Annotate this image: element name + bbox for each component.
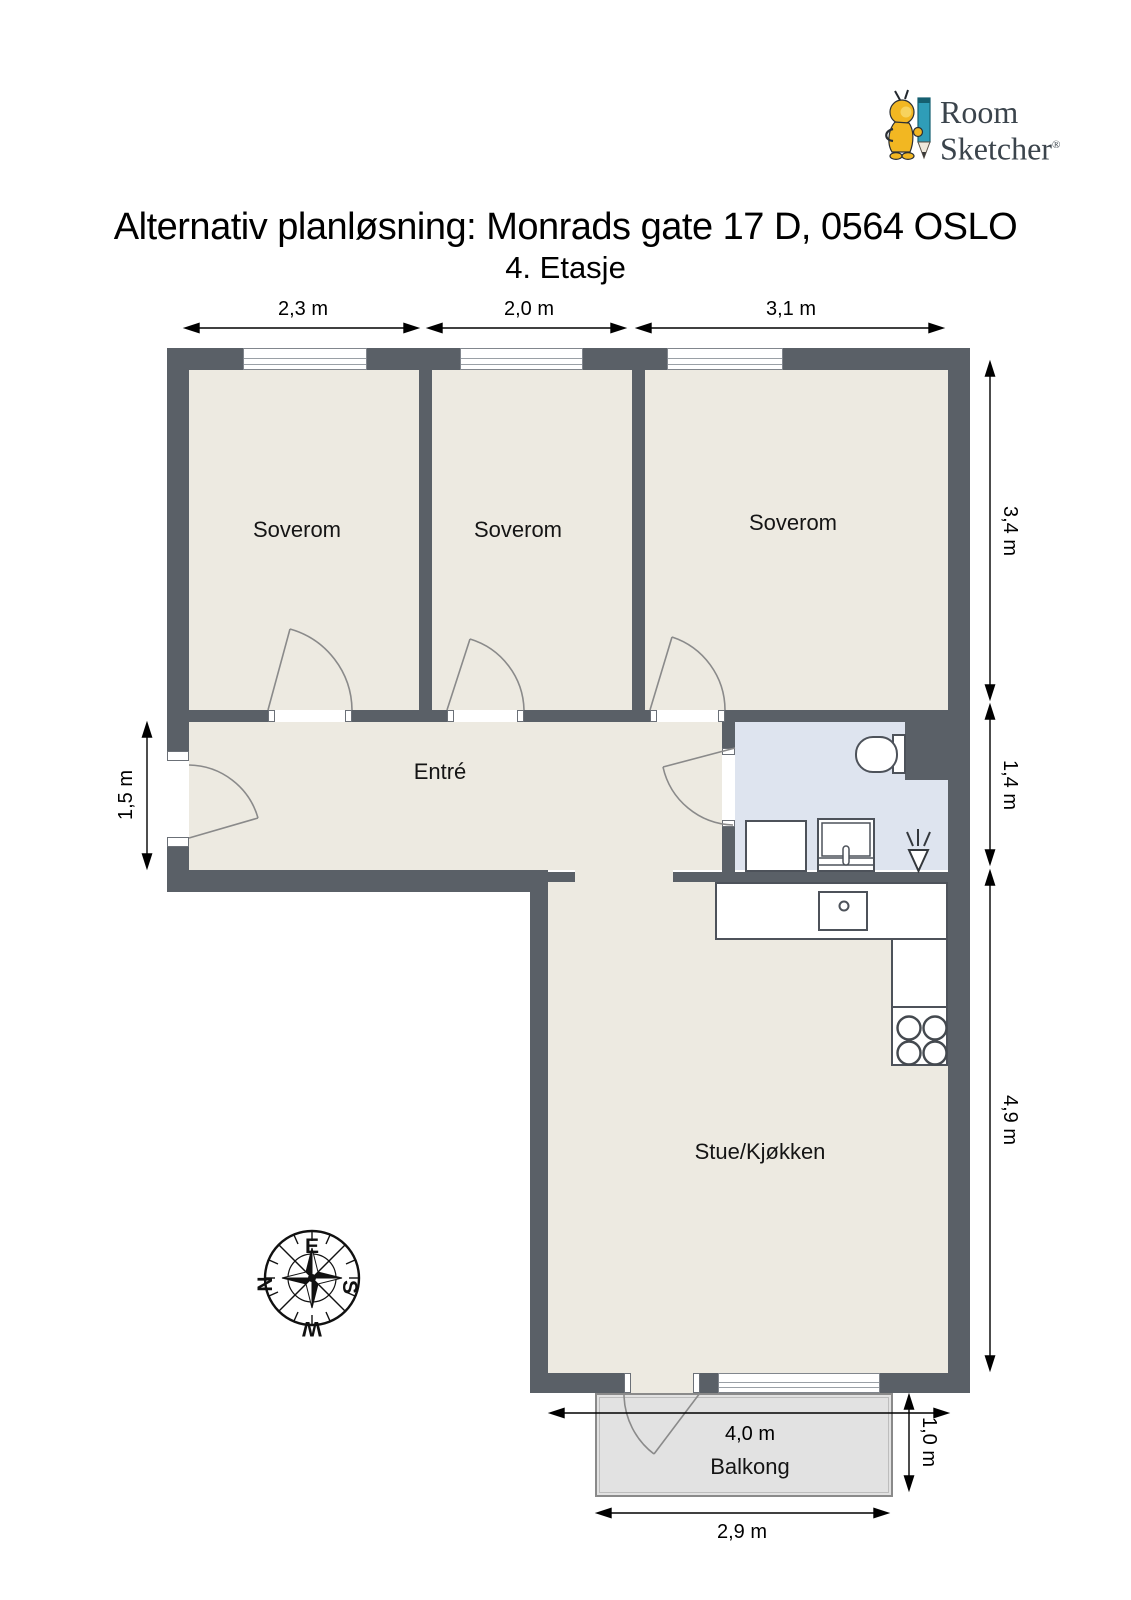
page-subtitle: 4. Etasje bbox=[505, 250, 626, 285]
wall-bottom-seg bbox=[880, 1373, 970, 1393]
dim-bedroom2-width: 2,0 m bbox=[503, 298, 555, 320]
room-label-bedroom1: Soverom bbox=[252, 517, 342, 542]
dim-bathroom-depth: 1,4 m bbox=[999, 759, 1021, 811]
door-sill bbox=[722, 748, 735, 755]
window-living bbox=[718, 1373, 880, 1393]
door-sill bbox=[268, 710, 275, 722]
dim-entry-depth: 1,5 m bbox=[115, 769, 137, 821]
door-sill bbox=[447, 710, 454, 722]
door-sill bbox=[167, 751, 189, 761]
compass-north-label: N bbox=[254, 1276, 277, 1291]
roomsketcher-logo: Room Sketcher® bbox=[878, 88, 1088, 178]
bathroom-sink bbox=[817, 818, 875, 872]
compass-rose: E N S W bbox=[254, 1229, 361, 1340]
floor-living-kitchen bbox=[548, 882, 948, 1373]
dim-bedrooms-depth: 3,4 m bbox=[999, 505, 1021, 557]
dim-bedroom3-width: 3,1 m bbox=[765, 298, 817, 320]
compass-east-label: E bbox=[305, 1235, 319, 1258]
door-sill bbox=[345, 710, 352, 722]
wall-hall-seg bbox=[725, 710, 948, 722]
wall-bottom-seg bbox=[700, 1373, 718, 1393]
compass-west-label: W bbox=[302, 1317, 322, 1340]
door-sill bbox=[517, 710, 524, 722]
wall-hall-seg bbox=[352, 710, 447, 722]
entry-door-opening bbox=[167, 751, 189, 847]
dim-balcony-depth: 1,0 m bbox=[918, 1416, 940, 1468]
wall-bathroom-left bbox=[722, 827, 735, 872]
wall-exterior-right bbox=[948, 348, 970, 1393]
floor-passage bbox=[575, 870, 673, 882]
floor-bedroom3 bbox=[645, 368, 948, 710]
wall-kitchen-top bbox=[673, 872, 948, 882]
room-label-entry: Entré bbox=[413, 759, 467, 784]
wall-hall-seg bbox=[524, 710, 650, 722]
page-title: Alternativ planløsning: Monrads gate 17 … bbox=[113, 206, 1018, 248]
wall-shaft bbox=[905, 722, 948, 780]
stove bbox=[891, 1006, 948, 1066]
washing-machine bbox=[745, 820, 807, 872]
wall-hall-seg bbox=[188, 710, 268, 722]
balcony-door-opening bbox=[624, 1373, 700, 1393]
room-label-bedroom2: Soverom bbox=[473, 517, 563, 542]
door-sill bbox=[624, 1373, 631, 1393]
window-bedroom2 bbox=[460, 348, 583, 370]
wall-bedroom1-2 bbox=[419, 368, 432, 710]
wall-bottom-seg bbox=[530, 1373, 624, 1393]
kitchen-counter-right bbox=[891, 938, 948, 1008]
door-sill bbox=[693, 1373, 700, 1393]
roomsketcher-mascot-icon bbox=[885, 89, 931, 160]
logo-line2: Sketcher bbox=[940, 130, 1052, 167]
window-bedroom1 bbox=[243, 348, 367, 370]
door-sill bbox=[722, 820, 735, 827]
wall-bathroom-left bbox=[722, 722, 735, 748]
dim-bedroom1-width: 2,3 m bbox=[277, 298, 329, 320]
dim-living-depth: 4,9 m bbox=[999, 1094, 1021, 1146]
dim-living-width: 4,0 m bbox=[724, 1423, 776, 1445]
logo-line1: Room bbox=[940, 94, 1019, 130]
wall-passage-left bbox=[548, 872, 575, 882]
balcony-deck bbox=[595, 1393, 893, 1497]
wall-bedroom2-3 bbox=[632, 368, 645, 710]
room-label-balcony: Balkong bbox=[710, 1454, 790, 1479]
compass-south-label: S bbox=[338, 1280, 361, 1294]
door-sill bbox=[167, 837, 189, 847]
dim-balcony-width: 2,9 m bbox=[716, 1521, 768, 1543]
window-bedroom3 bbox=[667, 348, 783, 370]
roomsketcher-wordmark: Room Sketcher® bbox=[940, 96, 1060, 166]
kitchen-sink bbox=[818, 891, 868, 931]
door-sill bbox=[718, 710, 725, 722]
floor-entry bbox=[189, 722, 722, 870]
room-label-bedroom3: Soverom bbox=[748, 510, 838, 535]
room-label-living-kitchen: Stue/Kjøkken bbox=[694, 1139, 826, 1164]
registered-mark: ® bbox=[1051, 139, 1061, 151]
wall-living-left bbox=[530, 892, 548, 1393]
door-sill bbox=[650, 710, 657, 722]
wall-entry-bottom bbox=[167, 870, 548, 892]
